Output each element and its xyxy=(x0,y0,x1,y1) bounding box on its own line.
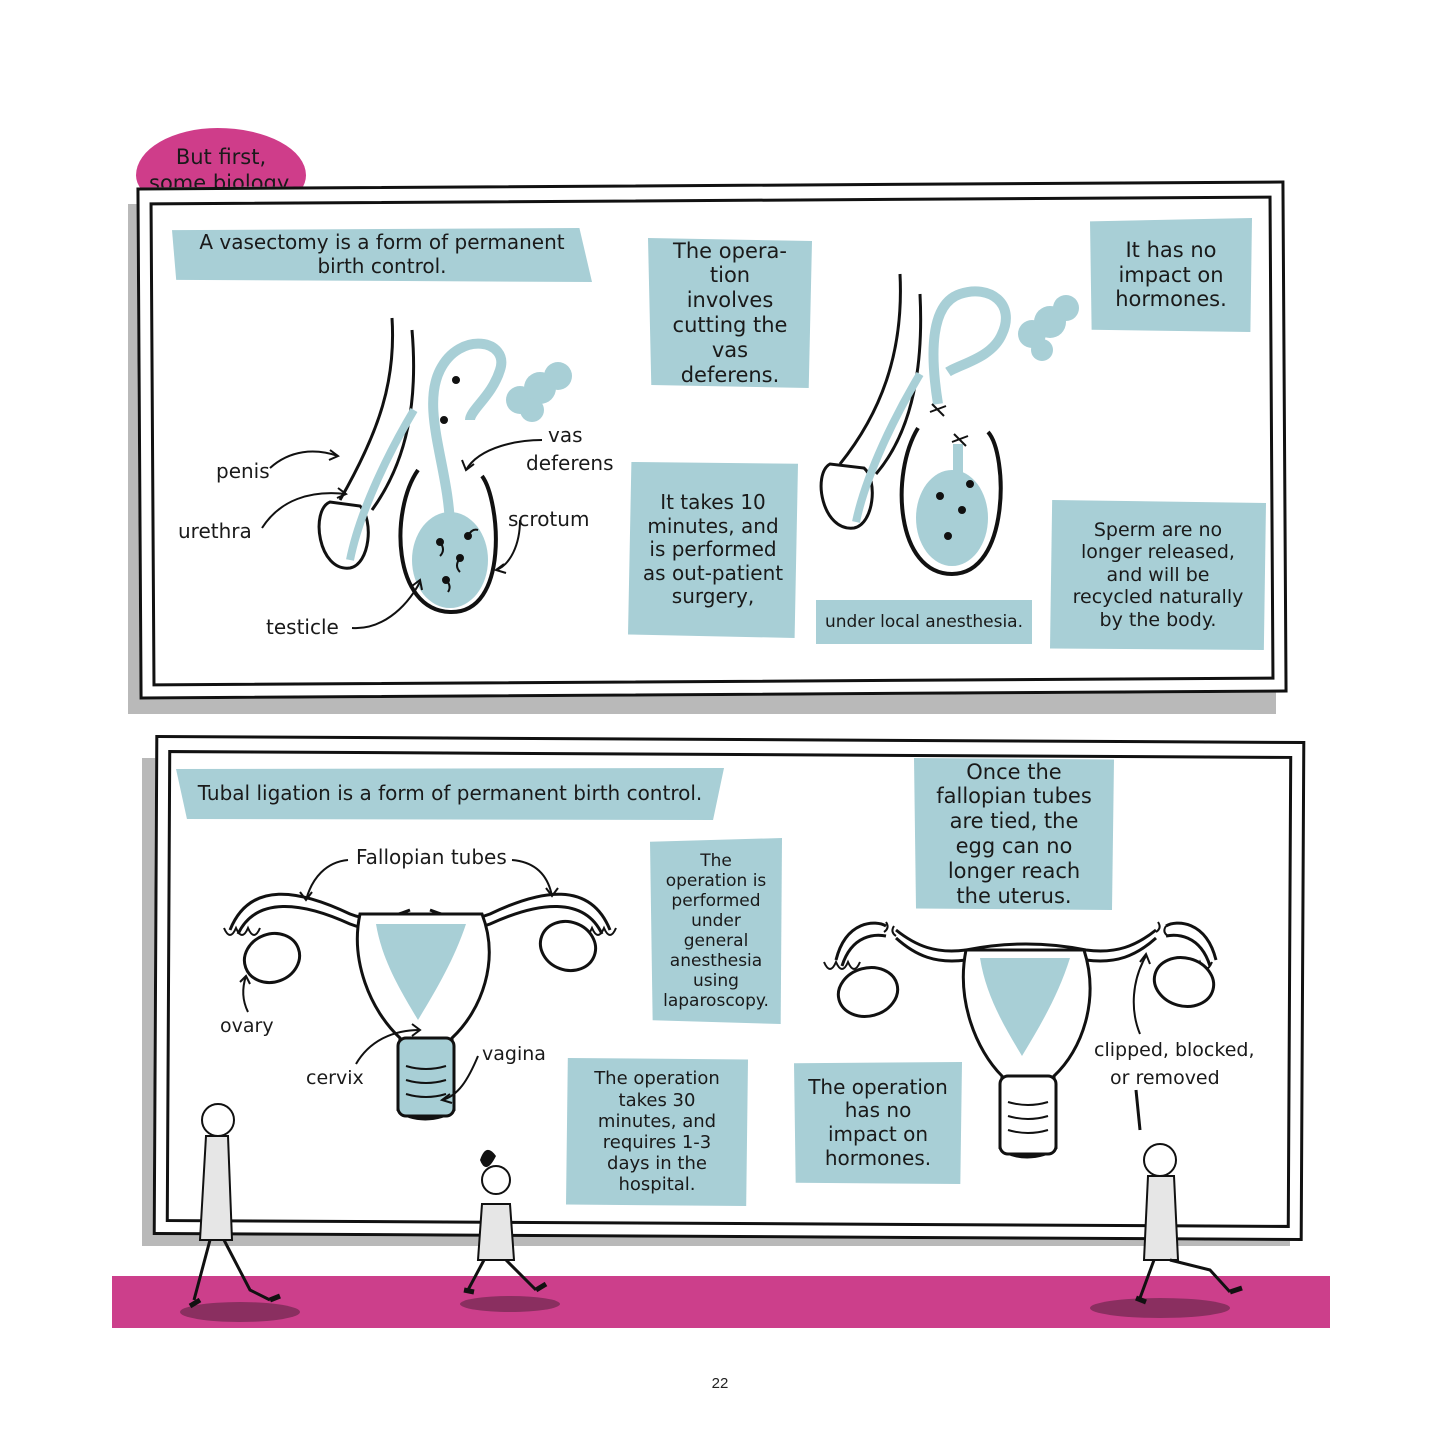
visitor-figure-left xyxy=(180,1103,300,1322)
male-anatomy-diagram xyxy=(317,317,572,615)
label-fallopian-tubes: Fallopian tubes xyxy=(356,845,507,869)
female-anatomy-tied-diagram xyxy=(823,921,1218,1159)
caption-tubal-hormones: The operation has no impact on hormones. xyxy=(794,1062,962,1184)
caption-anesthesia: under local anesthesia. xyxy=(816,600,1032,644)
page-number: 22 xyxy=(711,1375,729,1392)
caption-hormones: It has no impact on hormones. xyxy=(1090,218,1252,332)
label-penis: penis xyxy=(216,459,270,483)
female-anatomy-diagram xyxy=(223,892,617,1121)
male-anatomy-cut-diagram xyxy=(819,273,1079,577)
label-vagina: vagina xyxy=(482,1043,546,1065)
label-vas-1: vas xyxy=(548,423,583,447)
label-ovary: ovary xyxy=(220,1015,274,1037)
label-urethra: urethra xyxy=(178,519,252,543)
caption-egg: Once the fallopian tubes are tied, the e… xyxy=(914,758,1114,910)
caption-tubal-duration: The operation takes 30 minutes, and requ… xyxy=(566,1058,748,1206)
caption-general-anesthesia: The operation is performed under general… xyxy=(650,838,782,1024)
label-clipped-2: or removed xyxy=(1110,1067,1220,1089)
caption-duration: It takes 10 minutes, and is performed as… xyxy=(628,462,798,638)
caption-operation: The opera-tion involves cutting the vas … xyxy=(648,238,812,388)
vasectomy-headline: A vasectomy is a form of permanent birth… xyxy=(172,228,592,282)
label-scrotum: scrotum xyxy=(508,507,590,531)
label-vas-2: deferens xyxy=(526,451,614,475)
tubal-headline: Tubal ligation is a form of permanent bi… xyxy=(176,768,724,820)
label-clipped-1: clipped, blocked, xyxy=(1094,1039,1255,1061)
visitor-figure-right xyxy=(1090,1089,1243,1318)
label-testicle: testicle xyxy=(266,615,339,639)
caption-sperm: Sperm are no longer released, and will b… xyxy=(1050,500,1266,650)
label-cervix: cervix xyxy=(306,1067,364,1089)
visitor-figure-middle xyxy=(460,1149,560,1312)
intro-line-1: But first, xyxy=(175,145,267,170)
